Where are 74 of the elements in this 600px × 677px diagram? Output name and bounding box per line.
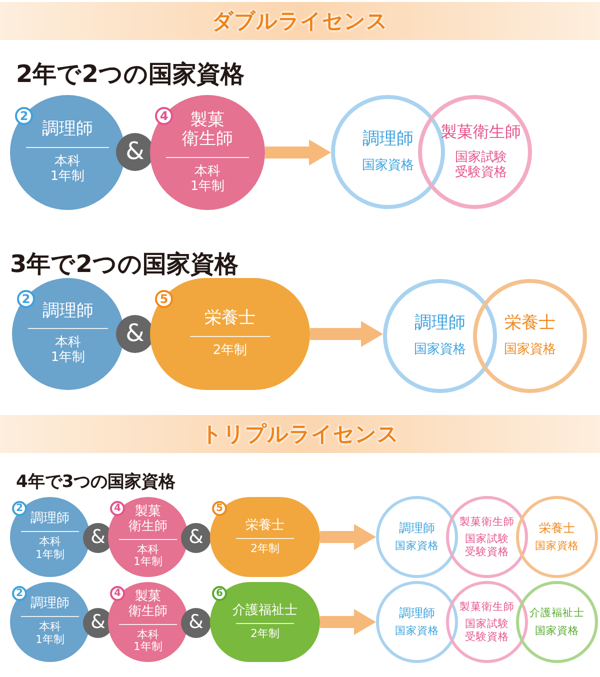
course-name: 製菓衛生師 [182, 110, 233, 150]
license-type: 国家試験受験資格 [465, 533, 509, 558]
license-type: 国家試験受験資格 [455, 150, 507, 181]
license-name: 製菓衛生師 [460, 516, 514, 528]
license-ring [376, 496, 458, 578]
license-type: 国家資格 [362, 158, 414, 174]
section-heading: 2年で2つの国家資格 [16, 59, 244, 90]
section-heading: 4年で3つの国家資格 [16, 471, 176, 493]
course-length: 2年制 [250, 628, 280, 640]
license-name: 調理師 [362, 130, 414, 150]
course-length: 本科1年制 [50, 154, 85, 185]
section-heading: 3年で2つの国家資格 [10, 249, 238, 280]
course-name: 調理師 [42, 302, 94, 322]
banner-title: トリプルライセンス [201, 422, 399, 446]
course-length: 本科1年制 [134, 628, 162, 654]
number-badge: 2 [12, 501, 27, 516]
license-ring [418, 95, 532, 209]
number-badge: 2 [17, 290, 35, 308]
license-ring [376, 581, 458, 663]
section-banner [0, 2, 600, 40]
license-type: 国家試験受験資格 [465, 618, 509, 643]
license-name: 栄養士 [539, 522, 575, 536]
arrow [320, 609, 376, 635]
license-name: 調理師 [414, 314, 466, 334]
license-name: 介護福祉士 [530, 607, 584, 620]
license-name: 製菓衛生師 [460, 601, 514, 614]
ampersand-circle: & [181, 523, 211, 553]
number-badge: 4 [110, 501, 125, 516]
ampersand-circle: & [181, 608, 211, 638]
arrow [265, 140, 331, 166]
license-name: 栄養士 [504, 314, 556, 334]
license-type: 国家資格 [395, 625, 439, 638]
course-pill [210, 582, 320, 662]
number-badge: 4 [110, 586, 125, 601]
number-badge: 2 [12, 586, 27, 601]
course-length: 本科1年制 [190, 164, 225, 194]
license-ring [473, 279, 587, 393]
number-badge: 4 [155, 107, 173, 125]
course-name: 栄養士 [204, 309, 256, 329]
course-length: 本科1年制 [36, 621, 64, 647]
license-ring [516, 496, 598, 578]
course-name: 調理師 [30, 512, 70, 528]
number-badge: 5 [212, 501, 227, 516]
license-name: 調理師 [399, 606, 435, 620]
course-pill [210, 497, 320, 577]
course-name: 製菓衛生師 [128, 590, 168, 620]
license-ring [383, 279, 497, 393]
license-ring [446, 581, 528, 663]
license-ring [516, 581, 598, 663]
section-banner [0, 415, 600, 453]
course-name: 製菓衛生師 [128, 504, 168, 535]
course-name: 栄養士 [246, 518, 284, 534]
license-name: 調理師 [399, 522, 435, 536]
arrow [320, 524, 376, 550]
course-name: 調理師 [42, 120, 93, 140]
course-name: 調理師 [30, 597, 70, 612]
course-length: 2年制 [212, 344, 248, 359]
license-type: 国家資格 [395, 540, 439, 552]
course-length: 本科1年制 [36, 536, 64, 562]
license-type: 国家資格 [414, 342, 466, 358]
number-badge: 6 [212, 586, 227, 601]
course-length: 2年制 [250, 542, 280, 556]
number-badge: 2 [15, 107, 33, 125]
arrow [310, 321, 383, 347]
license-name: 製菓衛生師 [441, 123, 521, 142]
number-badge: 5 [155, 290, 173, 308]
course-length: 本科1年制 [50, 336, 86, 366]
license-type: 国家資格 [535, 540, 579, 552]
license-ring [446, 496, 528, 578]
course-length: 本科1年制 [134, 544, 162, 570]
license-type: 国家資格 [535, 624, 579, 637]
course-name: 介護福祉士 [232, 604, 298, 619]
banner-title: ダブルライセンス [212, 8, 388, 34]
license-type: 国家資格 [504, 342, 556, 358]
